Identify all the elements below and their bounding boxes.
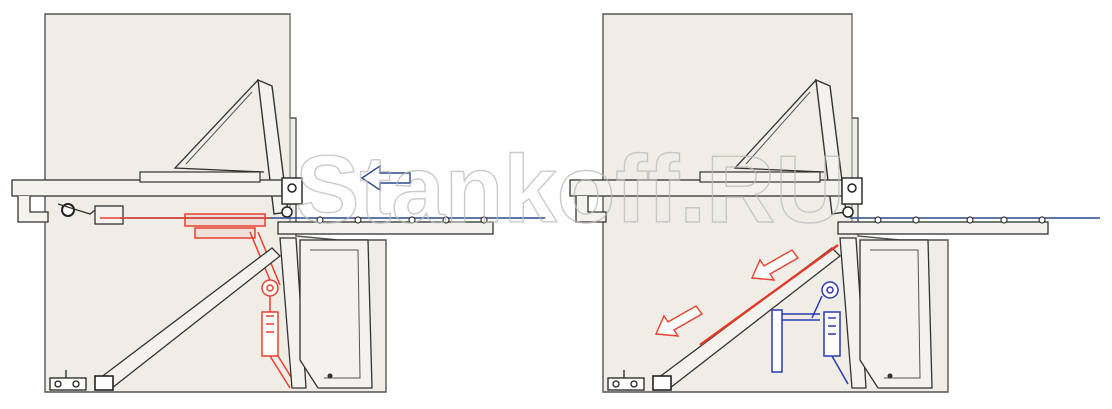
right-clamp-pivot [842, 206, 854, 218]
left-gauge-clamp [94, 205, 124, 225]
left-ramp-foot [94, 375, 114, 391]
right-housing-bolt [887, 373, 893, 379]
left-backgauge-plate [139, 171, 261, 183]
left-beam-brace-inner [185, 91, 253, 165]
left-gauge-hook [17, 196, 49, 223]
left-panel [11, 13, 545, 393]
right-sheet-rollers [874, 216, 1046, 224]
right-table [837, 221, 1049, 235]
right-floor-anchor [607, 370, 645, 391]
left-clamp-pivot [281, 206, 293, 218]
right-direction-arrow-upper [750, 249, 800, 281]
right-lower-housing [859, 239, 933, 389]
right-ramp-foot [652, 375, 672, 391]
left-lower-housing-inner [310, 249, 361, 379]
left-housing-bolt [327, 373, 333, 379]
right-support-mechanism [771, 281, 849, 385]
right-sliding-sheet [699, 244, 839, 346]
left-floor-anchor [49, 370, 87, 391]
left-sheet-rollers [316, 216, 488, 224]
right-lower-housing-inner [870, 249, 921, 379]
left-table [277, 221, 494, 235]
right-backgauge-plate [699, 171, 821, 183]
right-beam-brace [733, 79, 825, 173]
left-direction-arrow [360, 164, 411, 192]
left-lower-housing [299, 239, 373, 389]
right-beam-brace-inner [745, 91, 811, 165]
right-clamp-bolt [847, 183, 857, 193]
left-gauge-roller [61, 203, 75, 217]
left-beam-brace [173, 79, 265, 173]
right-direction-arrow-lower [654, 305, 704, 337]
right-gauge-hook [575, 196, 607, 223]
watermark-text: Stankoff.RU [295, 136, 844, 243]
right-panel [569, 13, 1100, 393]
left-clamp-bolt [287, 183, 297, 193]
